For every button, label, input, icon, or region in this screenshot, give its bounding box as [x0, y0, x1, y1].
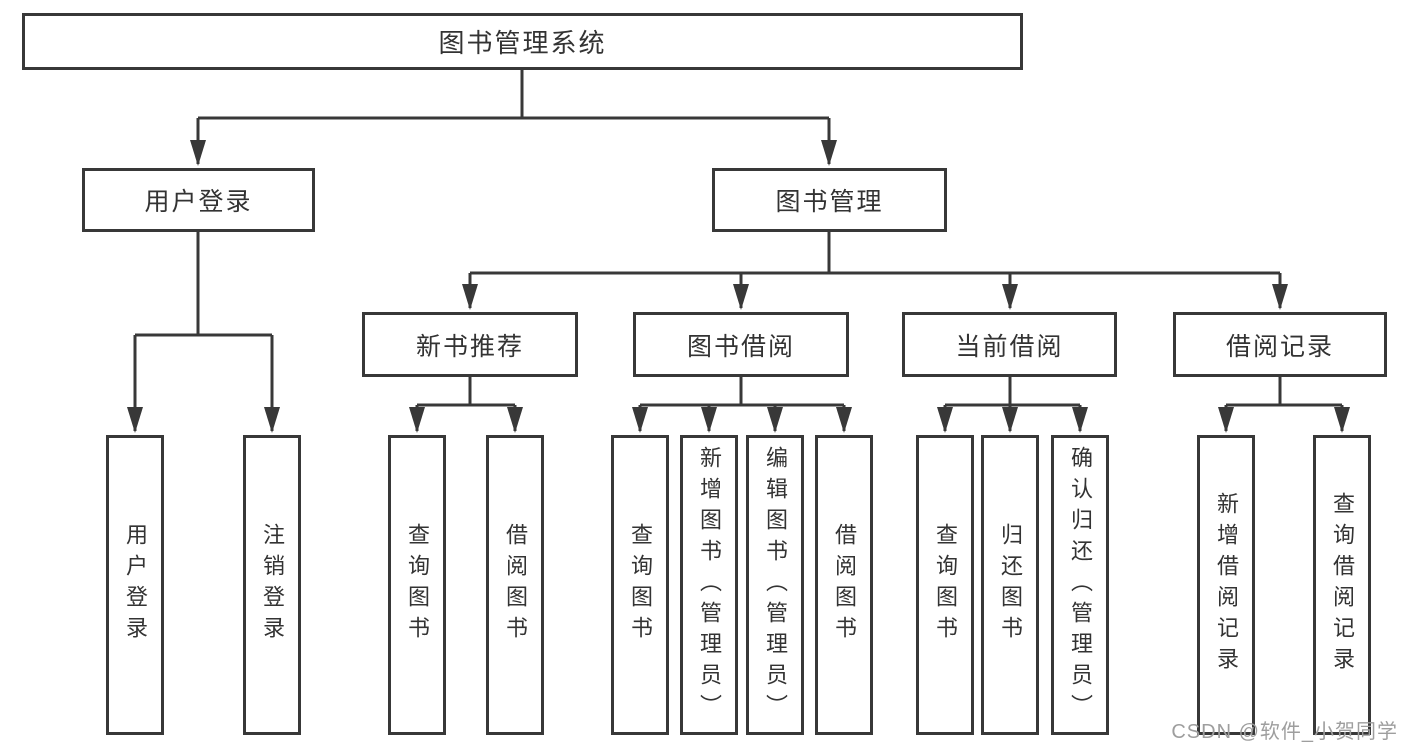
leaf-current-query-books-label: 查询图书: [933, 523, 958, 647]
node-root-system: 图书管理系统: [22, 13, 1023, 70]
node-borrow-records-label: 借阅记录: [1225, 332, 1334, 361]
node-book-management: 图书管理: [712, 168, 947, 232]
node-user-login-label: 用户登录: [144, 188, 253, 216]
leaf-add-books-admin-label: 新增图书（管理员）: [697, 445, 722, 725]
leaf-recommend-borrow-books-label: 借阅图书: [503, 523, 528, 647]
leaf-confirm-return-admin-label: 确认归还（管理员）: [1068, 445, 1093, 725]
leaf-borrow-books-label: 借阅图书: [832, 523, 857, 647]
leaf-edit-books-admin: 编辑图书（管理员）: [746, 435, 804, 735]
leaf-borrow-books: 借阅图书: [815, 435, 873, 735]
leaf-return-books: 归还图书: [981, 435, 1039, 735]
leaf-borrow-query-books-label: 查询图书: [628, 523, 653, 647]
node-current-borrow: 当前借阅: [902, 312, 1117, 377]
node-user-login: 用户登录: [82, 168, 315, 232]
leaf-add-borrow-record-label: 新增借阅记录: [1214, 492, 1239, 678]
leaf-recommend-query-books: 查询图书: [388, 435, 446, 735]
leaf-current-query-books: 查询图书: [916, 435, 974, 735]
leaf-add-books-admin: 新增图书（管理员）: [680, 435, 738, 735]
leaf-recommend-borrow-books: 借阅图书: [486, 435, 544, 735]
node-current-borrow-label: 当前借阅: [955, 332, 1064, 361]
leaf-add-borrow-record: 新增借阅记录: [1197, 435, 1255, 735]
watermark: CSDN @软件_小贺同学: [1171, 721, 1398, 743]
node-new-book-recommend: 新书推荐: [362, 312, 578, 377]
node-new-book-recommend-label: 新书推荐: [415, 332, 524, 361]
leaf-logout-label: 注销登录: [260, 523, 285, 647]
leaf-query-borrow-record: 查询借阅记录: [1313, 435, 1371, 735]
node-book-borrow-label: 图书借阅: [686, 332, 795, 361]
leaf-logout: 注销登录: [243, 435, 301, 735]
node-book-management-label: 图书管理: [775, 188, 884, 216]
node-root-label: 图书管理系统: [438, 28, 607, 58]
leaf-borrow-query-books: 查询图书: [611, 435, 669, 735]
leaf-recommend-query-books-label: 查询图书: [405, 523, 430, 647]
leaf-confirm-return-admin: 确认归还（管理员）: [1051, 435, 1109, 735]
leaf-query-borrow-record-label: 查询借阅记录: [1330, 492, 1355, 678]
node-book-borrow: 图书借阅: [633, 312, 849, 377]
node-borrow-records: 借阅记录: [1173, 312, 1387, 377]
leaf-user-login: 用户登录: [106, 435, 164, 735]
leaf-return-books-label: 归还图书: [998, 523, 1023, 647]
leaf-edit-books-admin-label: 编辑图书（管理员）: [763, 445, 788, 725]
leaf-user-login-label: 用户登录: [123, 523, 148, 647]
